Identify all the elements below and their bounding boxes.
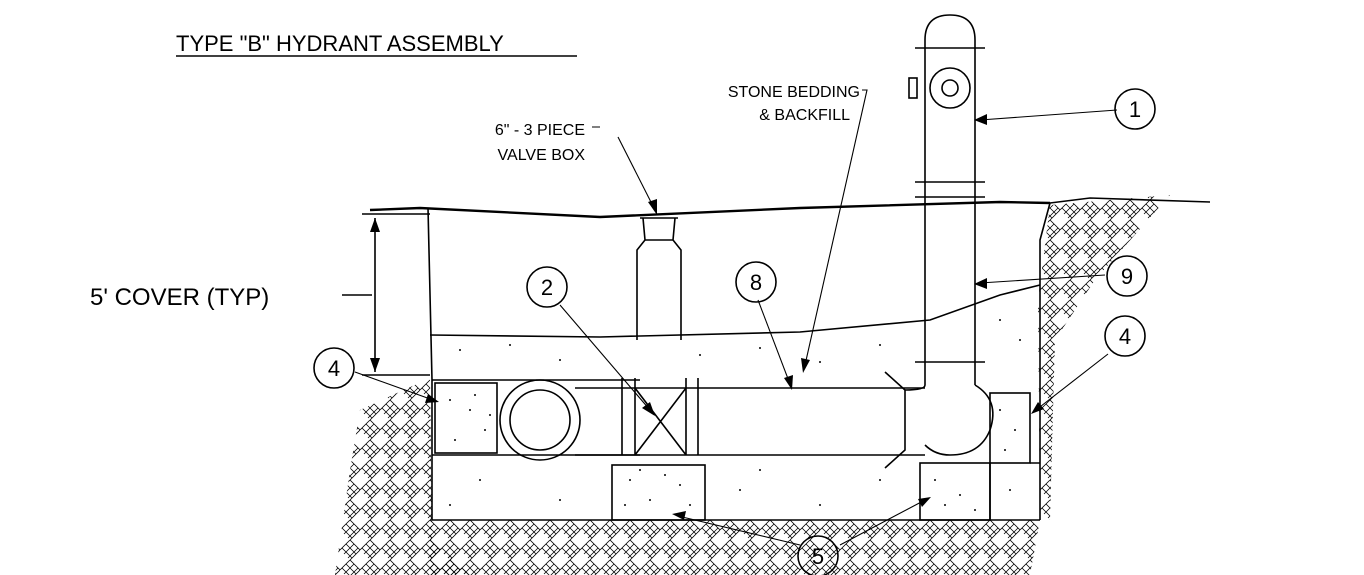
hydrant-barrel	[924, 40, 976, 385]
leader-2	[559, 304, 651, 411]
leader-valve-box	[617, 136, 656, 211]
callout-1-circle	[1114, 88, 1156, 130]
valve-box-label-line1: 6" - 3 PIECE	[495, 122, 585, 139]
earth-hatch-left	[335, 378, 470, 575]
pipe-band	[432, 379, 640, 456]
callout-5-circle	[797, 535, 839, 575]
arrow-5-right	[918, 497, 931, 507]
hydrant-flange-lines	[915, 47, 985, 363]
leader-5-right	[839, 499, 926, 546]
callout-5: 5	[812, 544, 824, 569]
callout-4-left: 4	[328, 356, 340, 381]
arrow-1	[974, 114, 987, 125]
earth-hatch-right	[1038, 195, 1170, 520]
leader-4-right	[1035, 353, 1109, 411]
callout-2-circle	[526, 266, 568, 308]
ground-surface-right	[1049, 197, 1211, 204]
callout-8: 8	[750, 270, 762, 295]
thrust-block-right-lower	[919, 462, 991, 521]
arrow-valve-box	[648, 199, 657, 215]
arrow-2	[642, 402, 655, 416]
thrust-block-valve	[611, 464, 706, 521]
callout-8-circle	[735, 261, 777, 303]
thrust-block-right-edge	[989, 462, 1040, 520]
pipe-joint	[884, 371, 906, 469]
gate-valve	[621, 378, 699, 456]
trench-wall-right	[1039, 202, 1051, 520]
earth-hatch-bottom	[430, 520, 1040, 575]
callout-1: 1	[1129, 97, 1141, 122]
bedding-label-line2: & BACKFILL	[759, 107, 850, 124]
arrow-4-right	[1031, 402, 1044, 414]
arrow-8	[784, 375, 793, 390]
callout-2: 2	[541, 275, 553, 300]
main-pipe-section-inner	[509, 389, 571, 451]
arrow-4-left	[425, 394, 439, 403]
valve-box	[636, 217, 682, 340]
leader-4-left	[354, 371, 434, 401]
leader-8	[757, 299, 791, 385]
main-pipe-section-outer	[499, 379, 581, 461]
diagram-title: TYPE "B" HYDRANT ASSEMBLY	[176, 31, 504, 56]
trench-wall-left	[427, 207, 1040, 521]
hydrant-nozzle-inner	[941, 79, 959, 97]
leader-1	[979, 109, 1118, 121]
hydrant-nozzle-outer	[929, 67, 971, 109]
hydrant-nozzle-cap	[908, 77, 918, 99]
callout-4-left-circle	[313, 347, 355, 389]
callout-9-circle	[1106, 255, 1148, 297]
valve-box-label-line2: VALVE BOX	[498, 147, 586, 164]
leader-9	[979, 274, 1106, 284]
thrust-block-right-dots	[934, 409, 1016, 511]
arrow-9	[974, 278, 987, 289]
hydrant-top	[924, 14, 976, 41]
arrow-5-left	[672, 511, 686, 520]
cover-label: 5' COVER (TYP)	[90, 284, 269, 311]
ground-surface	[369, 200, 1051, 219]
leader-bedding	[804, 89, 868, 366]
bedding-label-line1: STONE BEDDING	[728, 84, 860, 101]
bedding-top-line	[429, 284, 1041, 338]
callout-4-right-circle	[1104, 315, 1146, 357]
cover-arrow-bottom	[370, 358, 380, 372]
thrust-block-right-upper	[989, 392, 1031, 464]
bedding-dots	[449, 319, 1021, 506]
callout-9: 9	[1121, 264, 1133, 289]
cover-arrow-top	[370, 218, 380, 232]
cover-dimension-line	[362, 213, 430, 376]
leader-5-left	[677, 515, 801, 546]
thrust-block-left	[434, 382, 498, 454]
callout-4-right: 4	[1119, 324, 1131, 349]
thrust-block-valve-dots	[624, 474, 691, 506]
hydrant-shoe	[904, 384, 994, 456]
thrust-block-left-dots	[449, 394, 491, 441]
arrow-bedding	[801, 358, 810, 373]
